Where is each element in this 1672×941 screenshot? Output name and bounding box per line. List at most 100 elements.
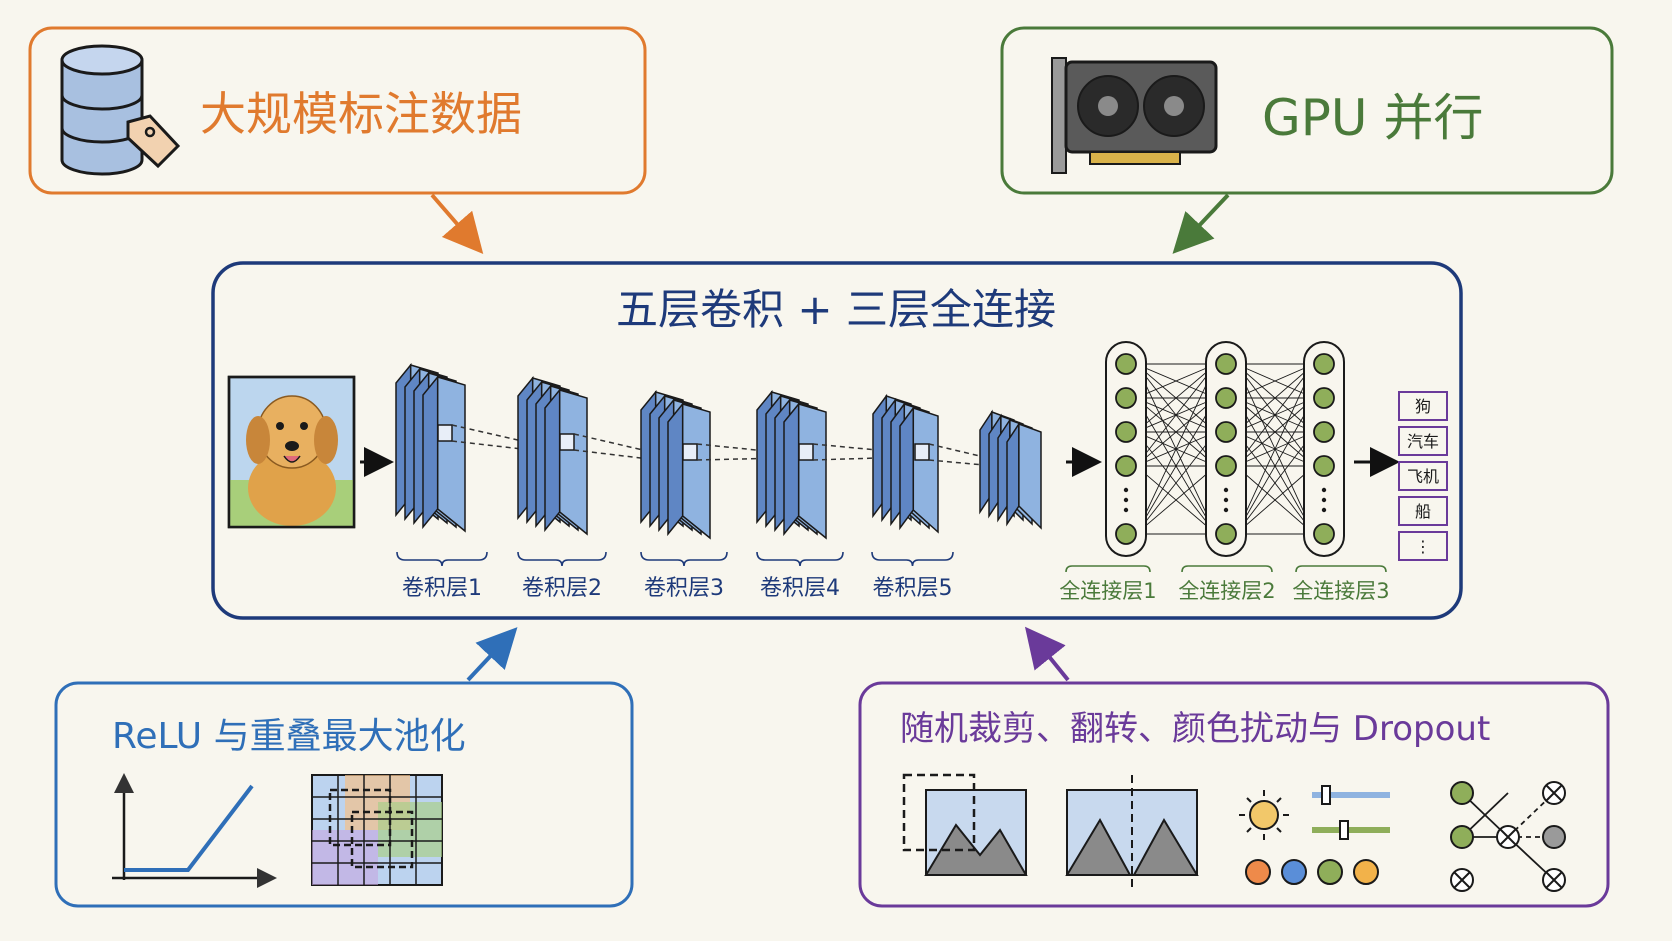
fc-connection xyxy=(1135,363,1217,535)
fc-connection xyxy=(1235,397,1315,535)
fc-node xyxy=(1313,387,1335,409)
gpu-parallel-frame xyxy=(1000,26,1614,195)
fc-node xyxy=(1313,523,1335,545)
random-crop-icon xyxy=(902,773,1028,876)
fc-connection xyxy=(1135,397,1217,467)
fc-connection xyxy=(1235,363,1315,433)
fc-connection xyxy=(1135,363,1217,467)
fc-node xyxy=(1115,421,1137,443)
fc-connection xyxy=(1235,363,1315,535)
output-class-2: 汽车 xyxy=(1398,426,1448,456)
fc-connection xyxy=(1235,363,1315,399)
fc-connection xyxy=(1135,465,1217,535)
arrow-relu-to-network xyxy=(466,627,518,682)
fc-node xyxy=(1115,523,1137,545)
fc-node xyxy=(1115,455,1137,477)
dropout-icon xyxy=(1450,781,1566,892)
relu-pooling-label: ReLU 与重叠最大池化 xyxy=(112,716,466,757)
overlap-pooling-grid-icon xyxy=(311,774,443,886)
gpu-parallel-label: GPU 并行 xyxy=(1262,89,1483,147)
fc-label-2: 全连接层2 xyxy=(1178,579,1275,603)
relu-graph-icon xyxy=(112,773,277,888)
arrow-gpu-to-network xyxy=(1172,193,1230,254)
fc-label-3: 全连接层3 xyxy=(1292,579,1389,603)
fc-connection xyxy=(1135,431,1217,535)
fc-node xyxy=(1313,353,1335,375)
network-frame xyxy=(211,261,1463,620)
output-class-label-4: 船 xyxy=(1415,502,1431,521)
fc-brace-3 xyxy=(1295,565,1387,573)
output-class-4: 船 xyxy=(1398,496,1448,526)
fc-node xyxy=(1115,353,1137,375)
conv-label-3: 卷积层3 xyxy=(644,576,724,601)
conv-stack-2 xyxy=(517,375,646,536)
fc-connection xyxy=(1135,397,1217,535)
conv-brace-2 xyxy=(517,551,607,567)
augmentation-dropout-label: 随机裁剪、翻转、颜色扰动与 Dropout xyxy=(900,709,1490,749)
relu-pooling-box: ReLU 与重叠最大池化 xyxy=(54,681,634,908)
fc-node xyxy=(1313,455,1335,477)
fc-node xyxy=(1215,523,1237,545)
large-labeled-data-frame xyxy=(28,26,647,195)
database-tag-icon xyxy=(60,44,181,176)
fc-node xyxy=(1215,353,1237,375)
output-class-5: ⋮ xyxy=(1398,531,1448,561)
conv-label-2: 卷积层2 xyxy=(522,576,602,601)
augmentation-dropout-frame xyxy=(858,681,1610,908)
output-class-label-2: 汽车 xyxy=(1407,432,1439,451)
output-class-3: 飞机 xyxy=(1398,461,1448,491)
fc-node xyxy=(1313,421,1335,443)
dog-photo-icon xyxy=(227,375,356,529)
conv-stack-4 xyxy=(756,389,878,540)
conv-label-1: 卷积层1 xyxy=(402,576,482,601)
color-jitter-icon xyxy=(1239,785,1390,885)
fc-connection xyxy=(1135,363,1217,433)
fc-connection xyxy=(1135,363,1217,399)
fc-column-1 xyxy=(1105,341,1147,557)
output-class-label-1: 狗 xyxy=(1415,397,1431,416)
large-labeled-data-label: 大规模标注数据 xyxy=(200,87,522,141)
fc-node xyxy=(1215,387,1237,409)
fully-connected-network xyxy=(1105,341,1345,557)
gpu-parallel-box: GPU 并行 xyxy=(1000,26,1614,195)
large-labeled-data-box: 大规模标注数据 xyxy=(28,26,647,195)
relu-pooling-frame xyxy=(54,681,634,908)
conv-brace-3 xyxy=(640,551,728,567)
fc-node xyxy=(1215,455,1237,477)
conv-layer-labels: 卷积层1 卷积层2 卷积层3 卷积层4 卷积层5 xyxy=(396,551,954,601)
gpu-card-icon xyxy=(1051,57,1218,174)
conv-stack-3 xyxy=(640,389,762,540)
fc-connection xyxy=(1235,363,1315,467)
conv-brace-1 xyxy=(396,551,488,567)
fc-brace-2 xyxy=(1181,565,1273,573)
conv-label-4: 卷积层4 xyxy=(760,576,840,601)
output-class-label-3: 飞机 xyxy=(1407,467,1439,486)
conv-layer-stacks xyxy=(395,362,1042,540)
fc-node xyxy=(1215,421,1237,443)
arrow-data-to-network xyxy=(430,193,484,255)
conv-stack-5 xyxy=(872,393,985,534)
fc-column-2 xyxy=(1205,341,1247,557)
conv-brace-4 xyxy=(756,551,844,567)
fc-connection xyxy=(1235,397,1315,467)
fc-connection xyxy=(1235,431,1315,535)
flip-icon xyxy=(1065,775,1199,892)
fc-column-3 xyxy=(1303,341,1345,557)
fc-connection xyxy=(1235,465,1315,535)
conv-label-5: 卷积层5 xyxy=(873,576,953,601)
output-class-label-5: ⋮ xyxy=(1415,537,1431,556)
conv-stack-6 xyxy=(979,409,1042,530)
augmentation-dropout-box: 随机裁剪、翻转、颜色扰动与 Dropout xyxy=(858,681,1610,908)
conv-brace-5 xyxy=(871,551,954,567)
network-title: 五层卷积 + 三层全连接 xyxy=(616,285,1056,334)
fc-brace-1 xyxy=(1065,565,1151,573)
fc-node xyxy=(1115,387,1137,409)
conv-stack-1 xyxy=(395,362,523,533)
arrow-augmentation-to-network xyxy=(1024,626,1070,682)
output-class-1: 狗 xyxy=(1398,391,1448,421)
